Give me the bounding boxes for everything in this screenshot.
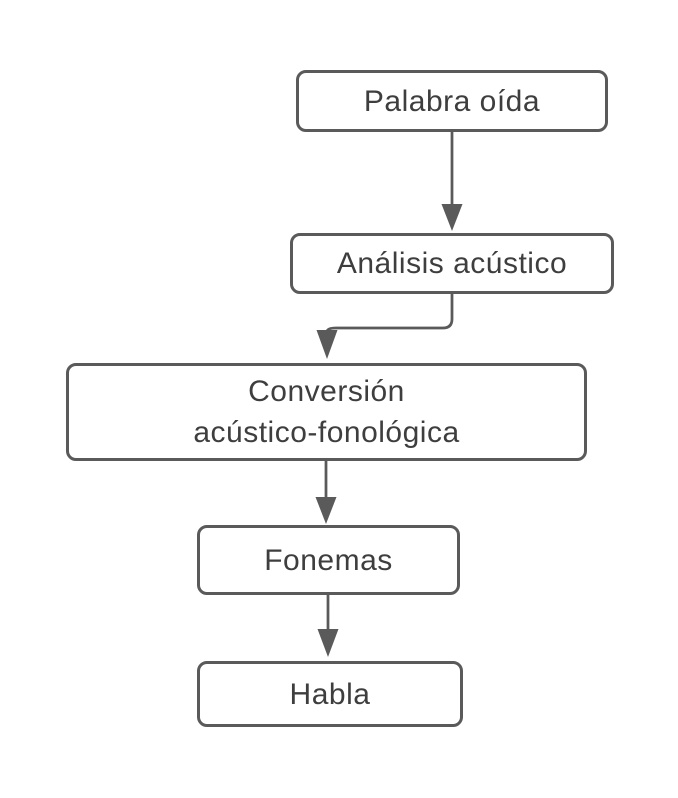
node-conversion-acustico-fonologica: Conversión acústico-fonológica [66,363,587,461]
node-label-line-1: Conversión [248,375,405,408]
node-label: Habla [289,677,371,711]
arrowhead-analisis-to-conversion [316,330,338,359]
arrowhead-palabra-to-analisis [441,204,463,231]
arrowhead-conversion-to-fonemas [315,497,337,524]
node-habla: Habla [197,661,463,727]
node-palabra-oida: Palabra oída [296,70,608,132]
node-label: Fonemas [264,543,393,577]
node-label: Palabra oída [363,84,541,118]
node-label: Análisis acústico [336,247,568,280]
node-fonemas: Fonemas [197,525,460,595]
node-label-line-2: acústico-fonológica [193,416,460,449]
arrowhead-fonemas-to-habla [317,629,339,657]
node-analisis-acustico: Análisis acústico [290,233,614,294]
edge-analisis-to-conversion [325,294,454,333]
